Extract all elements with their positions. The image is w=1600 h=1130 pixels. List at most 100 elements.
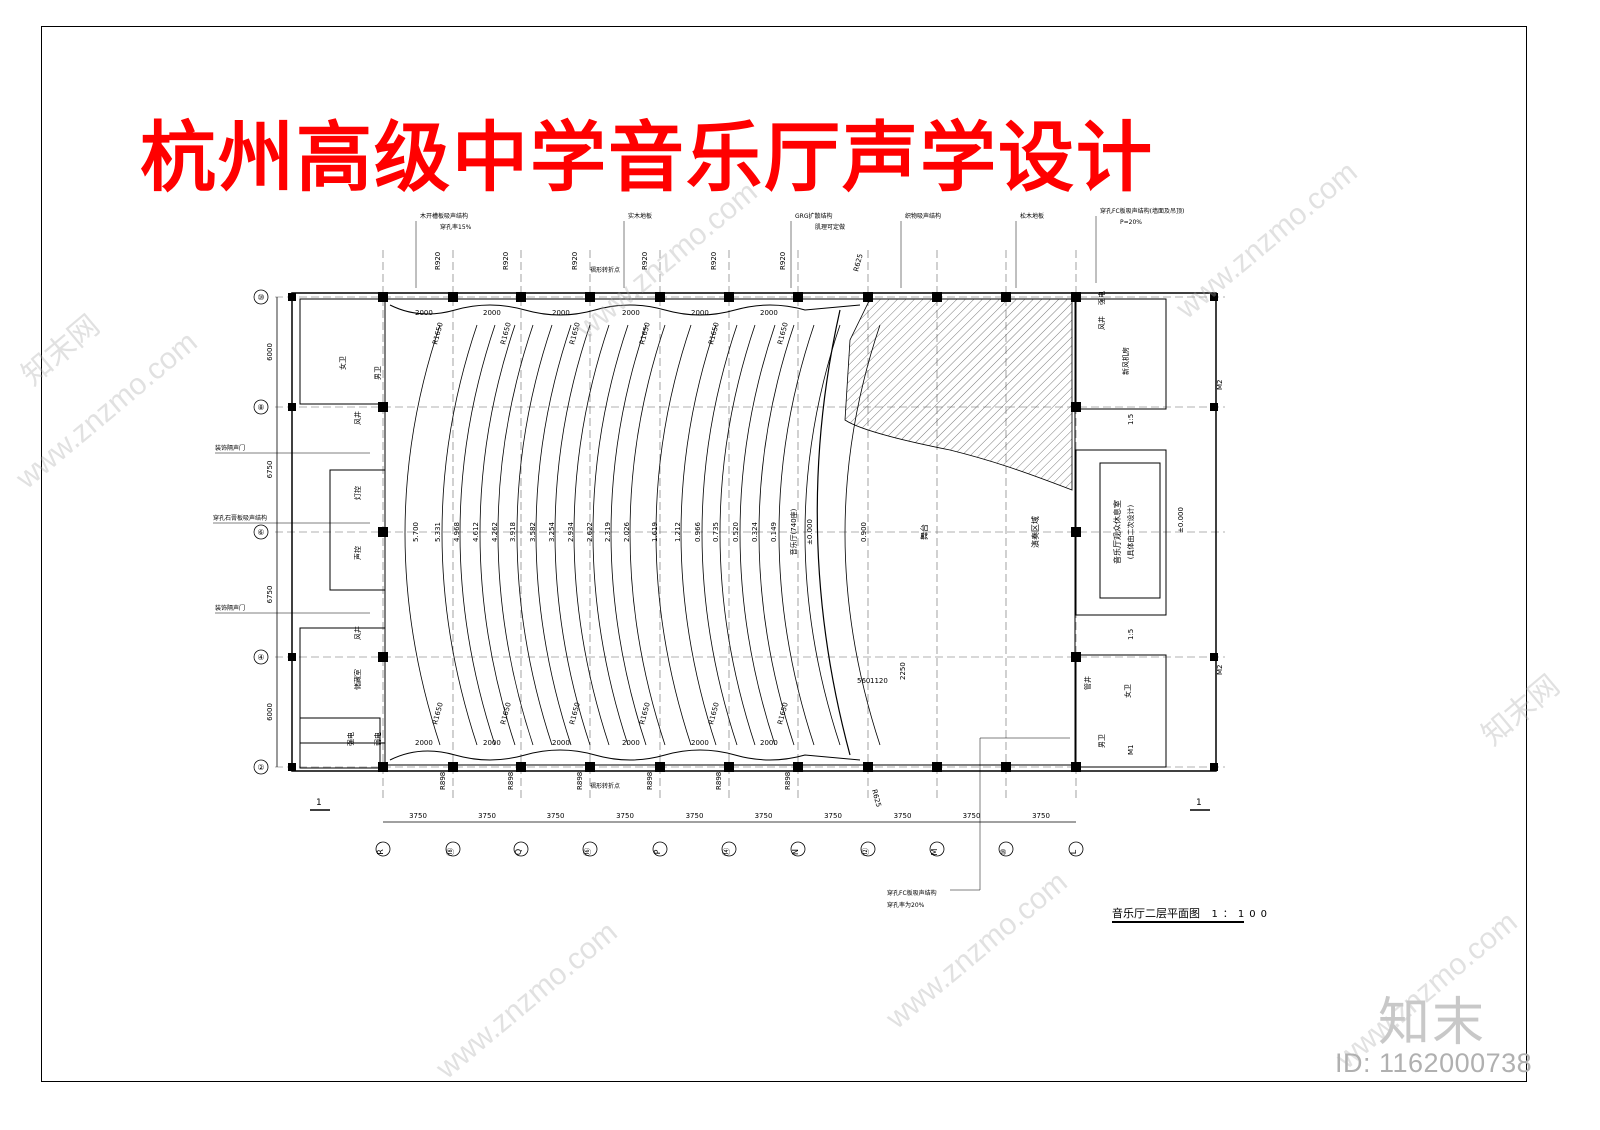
- column: [793, 292, 803, 302]
- elevation-label: 0.520: [732, 522, 740, 542]
- room-label: 女卫: [338, 356, 347, 370]
- room-label: 管井: [1083, 676, 1092, 690]
- column: [655, 292, 665, 302]
- misc-dim: M2: [1216, 380, 1224, 391]
- column: [1071, 292, 1081, 302]
- column-dim: 3750: [755, 812, 773, 820]
- seat-row-arc: [680, 324, 717, 746]
- column: [378, 402, 388, 412]
- room-label: 储藏室: [353, 669, 362, 690]
- annotation: 装饰隔声门: [215, 604, 245, 612]
- room-label: 灯控: [353, 486, 362, 500]
- annotation: 穿孔石膏板吸声结构: [213, 514, 267, 522]
- wall-dim: 2000: [415, 309, 433, 317]
- axis-bubble: [721, 841, 737, 857]
- radius-label: R1650: [499, 702, 513, 726]
- axis-bubble: [253, 289, 269, 305]
- elevation-label: 2.026: [623, 521, 631, 542]
- seat-row-arc: [655, 324, 692, 746]
- axis-bubble: [253, 649, 269, 665]
- elevation-label: 0.735: [712, 522, 720, 542]
- axis-bubble: [253, 399, 269, 415]
- misc-dim: M2: [1216, 665, 1224, 676]
- room-wall: [299, 717, 381, 769]
- column-dim: 3750: [409, 812, 427, 820]
- axis-bubble: [998, 841, 1014, 857]
- annotation: 装饰隔声门: [215, 444, 245, 452]
- plan-caption-name: 音乐厅二层平面图: [1112, 907, 1200, 920]
- seat-row-arc: [516, 324, 553, 746]
- column-dim: 3750: [894, 812, 912, 820]
- column: [724, 292, 734, 302]
- axis-bubble: [513, 841, 529, 857]
- room-label: 声控: [353, 546, 362, 560]
- stage-front: [816, 309, 851, 756]
- column: [378, 652, 388, 662]
- seat-row-arc: [592, 324, 629, 746]
- column: [448, 292, 458, 302]
- radius-label: R1650: [776, 702, 790, 726]
- wall-dim: 2000: [691, 309, 709, 317]
- radius-label: R920: [641, 252, 649, 270]
- elevation-label: 4.968: [453, 522, 461, 542]
- elevation-label: 5.700: [412, 522, 420, 542]
- wavy-wall-top: [389, 304, 861, 316]
- wall-dim: 2000: [483, 739, 501, 747]
- wall-dim: 2000: [552, 739, 570, 747]
- seating-rows: [404, 324, 881, 746]
- radius-label: R920: [571, 252, 579, 270]
- axis-bubble: [652, 841, 668, 857]
- column: [1071, 527, 1081, 537]
- elevation-label: 0.324: [751, 521, 759, 542]
- elevation-label: 3.582: [529, 522, 537, 542]
- column-dim: 3750: [478, 812, 496, 820]
- column: [1001, 762, 1011, 772]
- column: [863, 762, 873, 772]
- column: [585, 292, 595, 302]
- radius-label: R1650: [638, 702, 652, 726]
- column-dim: 3750: [963, 812, 981, 820]
- column: [288, 763, 296, 771]
- column-dim: 3750: [824, 812, 842, 820]
- column: [448, 762, 458, 772]
- radius-label: R1650: [568, 702, 582, 726]
- column: [516, 762, 526, 772]
- column: [378, 762, 388, 772]
- column: [378, 527, 388, 537]
- radius-label: R898: [507, 772, 515, 790]
- axis-label: M: [930, 848, 939, 855]
- seat-row-arc: [404, 324, 441, 746]
- column: [516, 292, 526, 302]
- axis-bubble: [375, 841, 391, 857]
- annotation: GRG扩散结构: [795, 212, 832, 220]
- column: [655, 762, 665, 772]
- seat-row-arc: [804, 324, 841, 746]
- row-dim: 6750: [266, 586, 274, 604]
- room-label: 新风机房: [1121, 347, 1130, 375]
- radius-label: R1650: [776, 322, 790, 346]
- stage-floor-hatch: [844, 298, 1073, 491]
- wall-dim: 2000: [415, 739, 433, 747]
- elevation-label: 1.212: [674, 522, 682, 542]
- radius-label: R898: [439, 772, 447, 790]
- column: [1071, 652, 1081, 662]
- elevation-label: 4.612: [472, 522, 480, 542]
- axis-bubble: [582, 841, 598, 857]
- seat-row-arc: [739, 324, 776, 746]
- wavy-wall-bottom: [389, 749, 861, 761]
- room-label: 强电: [1097, 291, 1106, 305]
- axis-label: L: [1069, 849, 1078, 854]
- misc-dim: 2250: [899, 662, 907, 680]
- axis-label: ⑭: [722, 848, 731, 856]
- annotation: 穿孔率15%: [440, 223, 472, 231]
- column: [288, 293, 296, 301]
- outer-wall: [291, 292, 1217, 772]
- axis-label: ⑩: [257, 293, 264, 302]
- room-label: 女卫: [1123, 684, 1132, 698]
- radius-label: R1650: [499, 322, 513, 346]
- column: [1071, 762, 1081, 772]
- drawing-frame: [41, 26, 1527, 1082]
- room-wall: [1075, 298, 1167, 410]
